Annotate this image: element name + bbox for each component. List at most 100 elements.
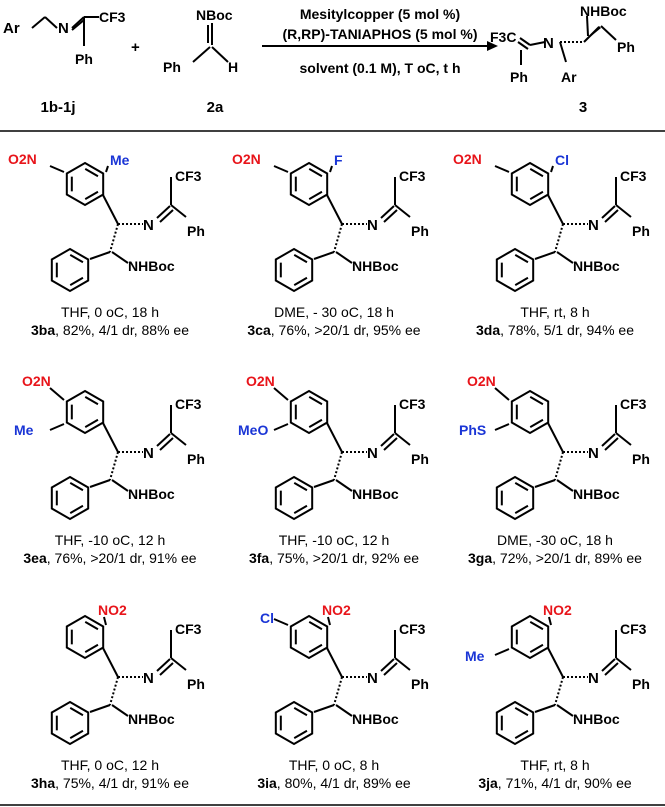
result-text: 3da, 78%, 5/1 dr, 94% ee (476, 322, 634, 338)
aromatic-bond (84, 643, 99, 653)
substituent-1: O2N (22, 373, 51, 389)
c-ph-bond (615, 657, 632, 671)
r2-ph: Ph (163, 59, 181, 75)
c-ph-bond (170, 204, 187, 218)
aromatic-bond (69, 482, 84, 492)
nhboc-label: NHBoc (573, 486, 620, 502)
c2-ph-bond (313, 251, 335, 260)
aromatic-bond (308, 396, 323, 406)
result-text: 3ca, 76%, >20/1 dr, 95% ee (247, 322, 420, 338)
ph-label: Ph (411, 451, 429, 467)
sub2-bond (494, 423, 510, 431)
nhboc-label: NHBoc (352, 258, 399, 274)
imine-bond (156, 433, 171, 447)
imine-bond-2 (159, 662, 174, 676)
aromatic-bond (69, 729, 84, 739)
c1-c2-bond (333, 451, 343, 481)
n-label: N (367, 445, 378, 462)
imine-bond (601, 658, 616, 672)
r2-h: H (228, 59, 238, 75)
result-text: 3fa, 75%, >20/1 dr, 92% ee (249, 550, 419, 566)
imine-bond (156, 205, 171, 219)
cf3-label: CF3 (175, 396, 202, 412)
aromatic-bond (69, 707, 84, 717)
label-reactant2: 2a (207, 99, 224, 116)
c2-ph-bond (313, 479, 335, 488)
ph-label: Ph (411, 676, 429, 692)
ph-label: Ph (632, 676, 650, 692)
r1-ar: Ar (3, 20, 20, 37)
substituent-1: O2N (467, 373, 496, 389)
c-ph-bond (170, 657, 187, 671)
c1-bond (102, 647, 119, 678)
compound-id: 3da (476, 322, 500, 338)
aromatic-bond (69, 254, 84, 264)
phenyl-ring (50, 700, 90, 746)
aromatic-bond (529, 168, 544, 178)
aromatic-bond (529, 190, 544, 200)
substituent-2: Me (110, 152, 130, 168)
substituent-2: F (334, 152, 343, 168)
substituent-2: MeO (238, 422, 268, 438)
sub1-bond (273, 165, 289, 173)
c-nh-bond (335, 479, 353, 492)
aromatic-bond (514, 707, 529, 717)
nhboc-label: NHBoc (352, 486, 399, 502)
cf3-label: CF3 (399, 396, 426, 412)
nitro-group: NO2 (98, 602, 127, 618)
c-nh-bond (111, 704, 129, 717)
aromatic-bond (514, 729, 529, 739)
n-label: N (588, 217, 599, 234)
cf3-label: CF3 (620, 396, 647, 412)
substituent-2: Cl (555, 152, 569, 168)
phenyl-ring (274, 475, 314, 521)
c1-c2-bond (333, 223, 343, 253)
nitro-group: NO2 (543, 602, 572, 618)
p-cf3: F3C (490, 29, 516, 45)
c1-bond (326, 422, 343, 453)
sub1-bond (494, 387, 510, 401)
aromatic-bond (293, 504, 308, 514)
aromatic-bond (308, 190, 323, 200)
imine-bond (380, 205, 395, 219)
r1-n: N (58, 20, 69, 37)
sub2-bond (273, 423, 289, 431)
c-nh-bond (335, 704, 353, 717)
r1-ph: Ph (75, 51, 93, 67)
result-text: 3ha, 75%, 4/1 dr, 91% ee (31, 775, 189, 791)
aryl-ring (289, 614, 329, 660)
c-ph-bond (170, 432, 187, 446)
r1-cf3: CF3 (99, 9, 126, 25)
substituent-1: O2N (8, 151, 37, 167)
c-ph-bond (615, 204, 632, 218)
aromatic-bond (529, 396, 544, 406)
label-product: 3 (579, 99, 587, 116)
imine-bond-2 (383, 437, 398, 451)
aryl-ring (65, 614, 105, 660)
imine-bond (156, 658, 171, 672)
sub-bond (494, 648, 510, 656)
yield-dr-ee: , 78%, 5/1 dr, 94% ee (500, 322, 634, 338)
compound-id: 3ea (23, 550, 47, 566)
aromatic-bond (308, 621, 323, 631)
aromatic-bond (293, 729, 308, 739)
substituent-1: O2N (232, 151, 261, 167)
c2-ph-bond (89, 251, 111, 260)
substituent-1: O2N (246, 373, 275, 389)
condition-text: DME, - 30 oC, 18 h (274, 304, 394, 320)
aromatic-bond (514, 254, 529, 264)
nitro-bond (103, 616, 107, 626)
n-label: N (143, 445, 154, 462)
c1-c2-bond (109, 676, 119, 706)
nitro-bond (327, 616, 331, 626)
imine-bond-2 (604, 662, 619, 676)
aromatic-bond (293, 276, 308, 286)
c1-c2-bond (554, 451, 564, 481)
aryl-ring (289, 161, 329, 207)
